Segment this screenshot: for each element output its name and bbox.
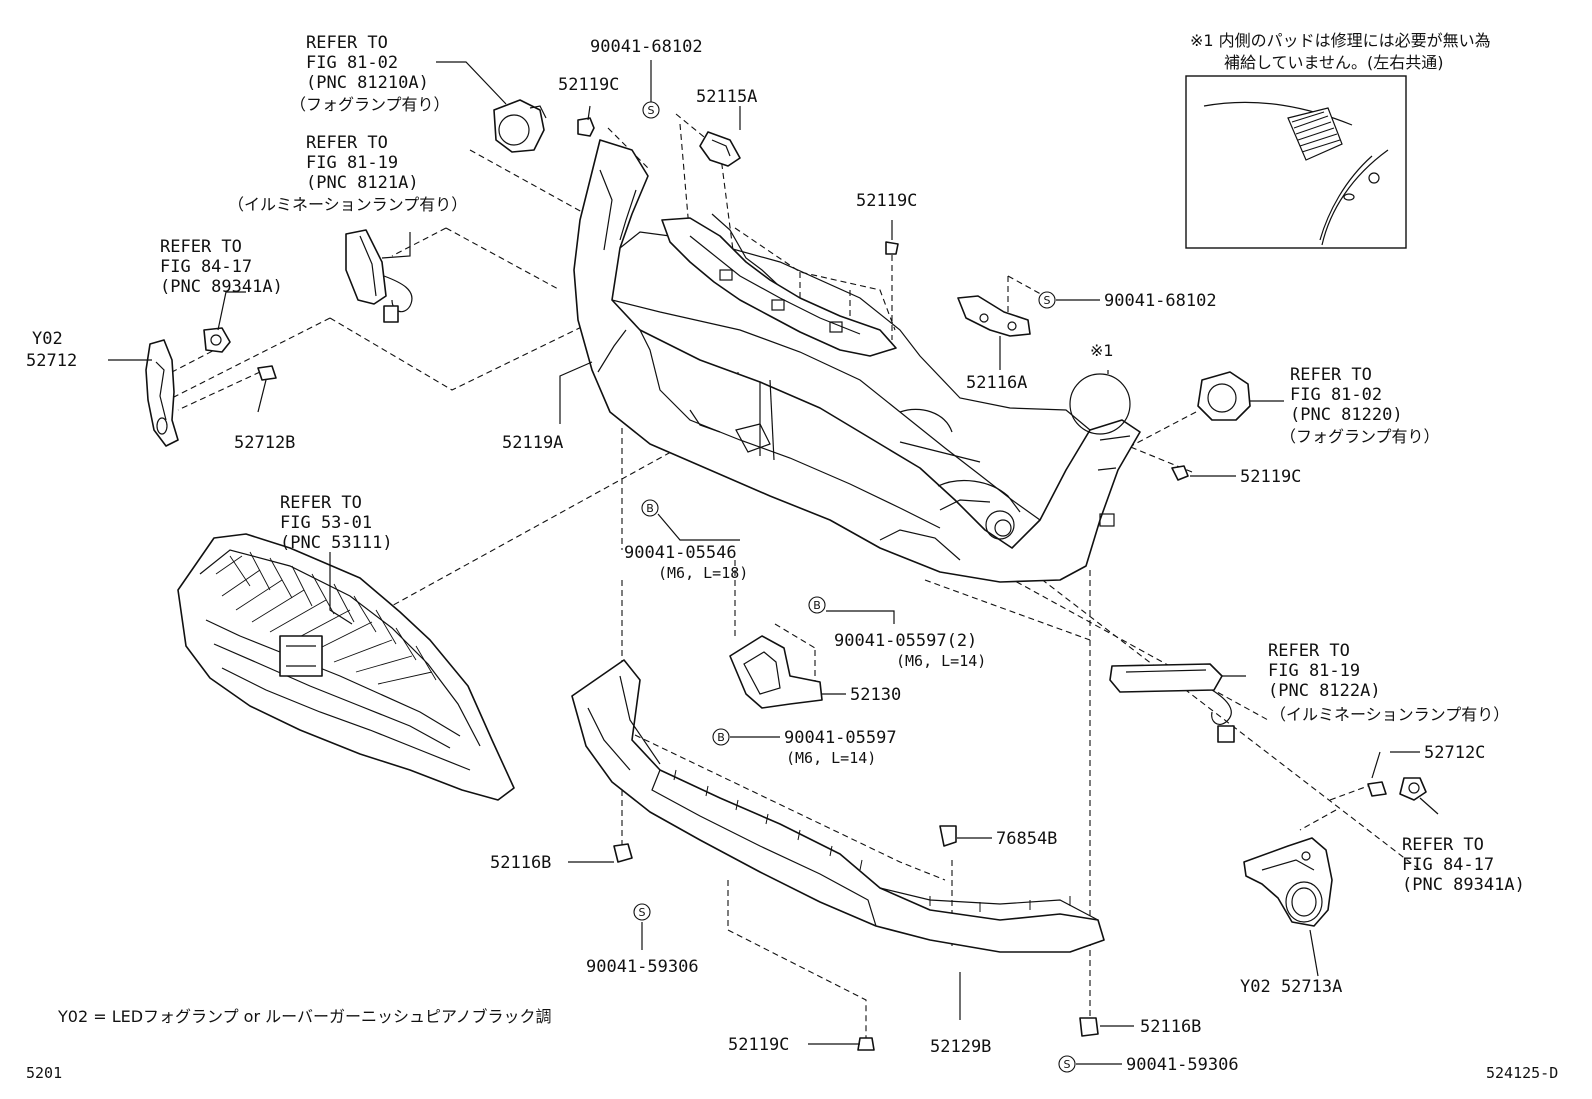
part-52119C-mid: 52119C [856,191,917,211]
page-number: 5201 [26,1064,62,1082]
clip-76854B [939,825,957,847]
ref-illum-left-line2: FIG 81-19 [306,153,398,173]
svg-text:B: B [646,502,654,515]
clip-52116B-left [613,843,633,863]
ref-sensor-right-line1: REFER TO [1402,835,1484,855]
grille [177,533,515,801]
part-90041-59306-left: 90041-59306 [586,957,699,977]
part-52119C-bottom: 52119C [728,1035,789,1055]
svg-text:S: S [648,104,655,117]
bracket-52712 [145,339,179,447]
svg-text:S: S [1064,1058,1071,1071]
ref-illum-right-line1: REFER TO [1268,641,1350,661]
bracket-52130 [729,635,823,709]
illumination-lamp-left [345,229,413,323]
svg-text:S: S [1044,294,1051,307]
part-90041-05546-spec: (M6, L=18) [658,564,748,582]
part-90041-68102-top: 90041-68102 [590,37,703,57]
ref-sensor-left-line3: (PNC 89341A) [160,277,283,297]
bracket-52116A [957,295,1031,337]
clip-52119C-top [577,117,595,137]
illumination-lamp-right [1109,663,1235,743]
ref-illum-right-note: （イルミネーションランプ有り） [1270,705,1509,724]
part-76854B: 76854B [996,829,1057,849]
part-90041-59306-right: 90041-59306 [1126,1055,1239,1075]
upper-bracket [661,217,897,357]
part-90041-05597-2-spec: (M6, L=14) [896,652,986,670]
ref-illum-right-line3: (PNC 8122A) [1268,681,1381,701]
part-90041-05597: 90041-05597 [784,728,897,748]
clip-52712B [257,365,277,381]
note-1-line2: 補給していません。(左右共通) [1224,53,1444,72]
ref-sensor-right-line3: (PNC 89341A) [1402,875,1525,895]
svg-text:S: S [639,906,646,919]
clip-52116B-right [1079,1017,1099,1037]
fog-bezel-52713A [1243,837,1333,927]
clip-52119C-mid [885,241,899,255]
ref-fog-left-line1: REFER TO [306,33,388,53]
y02-52713A: Y02 52713A [1240,977,1342,997]
part-52119A: 52119A [502,433,563,453]
part-52116B-right: 52116B [1140,1017,1201,1037]
y02-left: Y02 [32,329,63,349]
ref-fog-left-line2: FIG 81-02 [306,53,398,73]
part-52130: 52130 [850,685,901,705]
sensor-right [1399,777,1427,801]
ref-fog-right-line2: FIG 81-02 [1290,385,1382,405]
bumper-cover [573,139,1141,583]
y02-legend: Y02 = LEDフォグランプ or ルーバーガーニッシュピアノブラック調 [57,1007,552,1026]
screw-symbols: S S B B B S S [633,101,1076,1073]
part-52116A: 52116A [966,373,1027,393]
leader-lines [108,60,1439,1065]
part-52129B: 52129B [930,1037,991,1057]
ref-sensor-left-line1: REFER TO [160,237,242,257]
ref-illum-right-line2: FIG 81-19 [1268,661,1360,681]
fog-lamp-left [493,99,547,153]
ref-fog-left-line3: (PNC 81210A) [306,73,429,93]
part-52119C-top: 52119C [558,75,619,95]
ref-grille-line1: REFER TO [280,493,362,513]
bracket-52115A [699,131,741,167]
clip-52712C [1367,781,1387,797]
figure-code: 524125-D [1486,1064,1558,1082]
fog-lamp-right [1197,371,1251,421]
ref-illum-left-note: （イルミネーションランプ有り） [228,195,467,214]
detail-circle-1 [1069,373,1131,435]
ref-sensor-right-line2: FIG 84-17 [1402,855,1494,875]
ref-grille-line3: (PNC 53111) [280,533,393,553]
part-52712B: 52712B [234,433,295,453]
ref-illum-left-line1: REFER TO [306,133,388,153]
ref-sensor-left-line2: FIG 84-17 [160,257,252,277]
ref-illum-left-line3: (PNC 8121A) [306,173,419,193]
note-1-line1: ※1 内側のパッドは修理には必要が無い為 [1190,31,1491,50]
svg-text:B: B [717,731,725,744]
svg-text:B: B [813,599,821,612]
part-52119C-right: 52119C [1240,467,1301,487]
inset-detail [1185,75,1407,249]
lower-spoiler [571,659,1105,953]
ref-grille-line2: FIG 53-01 [280,513,372,533]
part-52712: 52712 [26,351,77,371]
ref-fog-right-line1: REFER TO [1290,365,1372,385]
sensor-left [203,327,231,353]
part-52116B-left: 52116B [490,853,551,873]
mark-1: ※1 [1090,341,1114,360]
ref-fog-left-note: （フォグランプ有り） [290,95,450,114]
clip-52119C-right [1171,465,1189,481]
part-90041-05597-spec: (M6, L=14) [786,749,876,767]
ref-fog-right-line3: (PNC 81220) [1290,405,1403,425]
part-90041-05546: 90041-05546 [624,543,737,563]
ref-fog-right-note: （フォグランプ有り） [1280,427,1440,446]
labels: REFER TO FIG 81-02 (PNC 81210A) （フォグランプ有… [26,31,1558,1082]
part-90041-05597-2: 90041-05597(2) [834,631,977,651]
part-52712C: 52712C [1424,743,1485,763]
part-90041-68102-right: 90041-68102 [1104,291,1217,311]
part-52115A: 52115A [696,87,757,107]
clip-52119C-bottom [857,1037,875,1051]
